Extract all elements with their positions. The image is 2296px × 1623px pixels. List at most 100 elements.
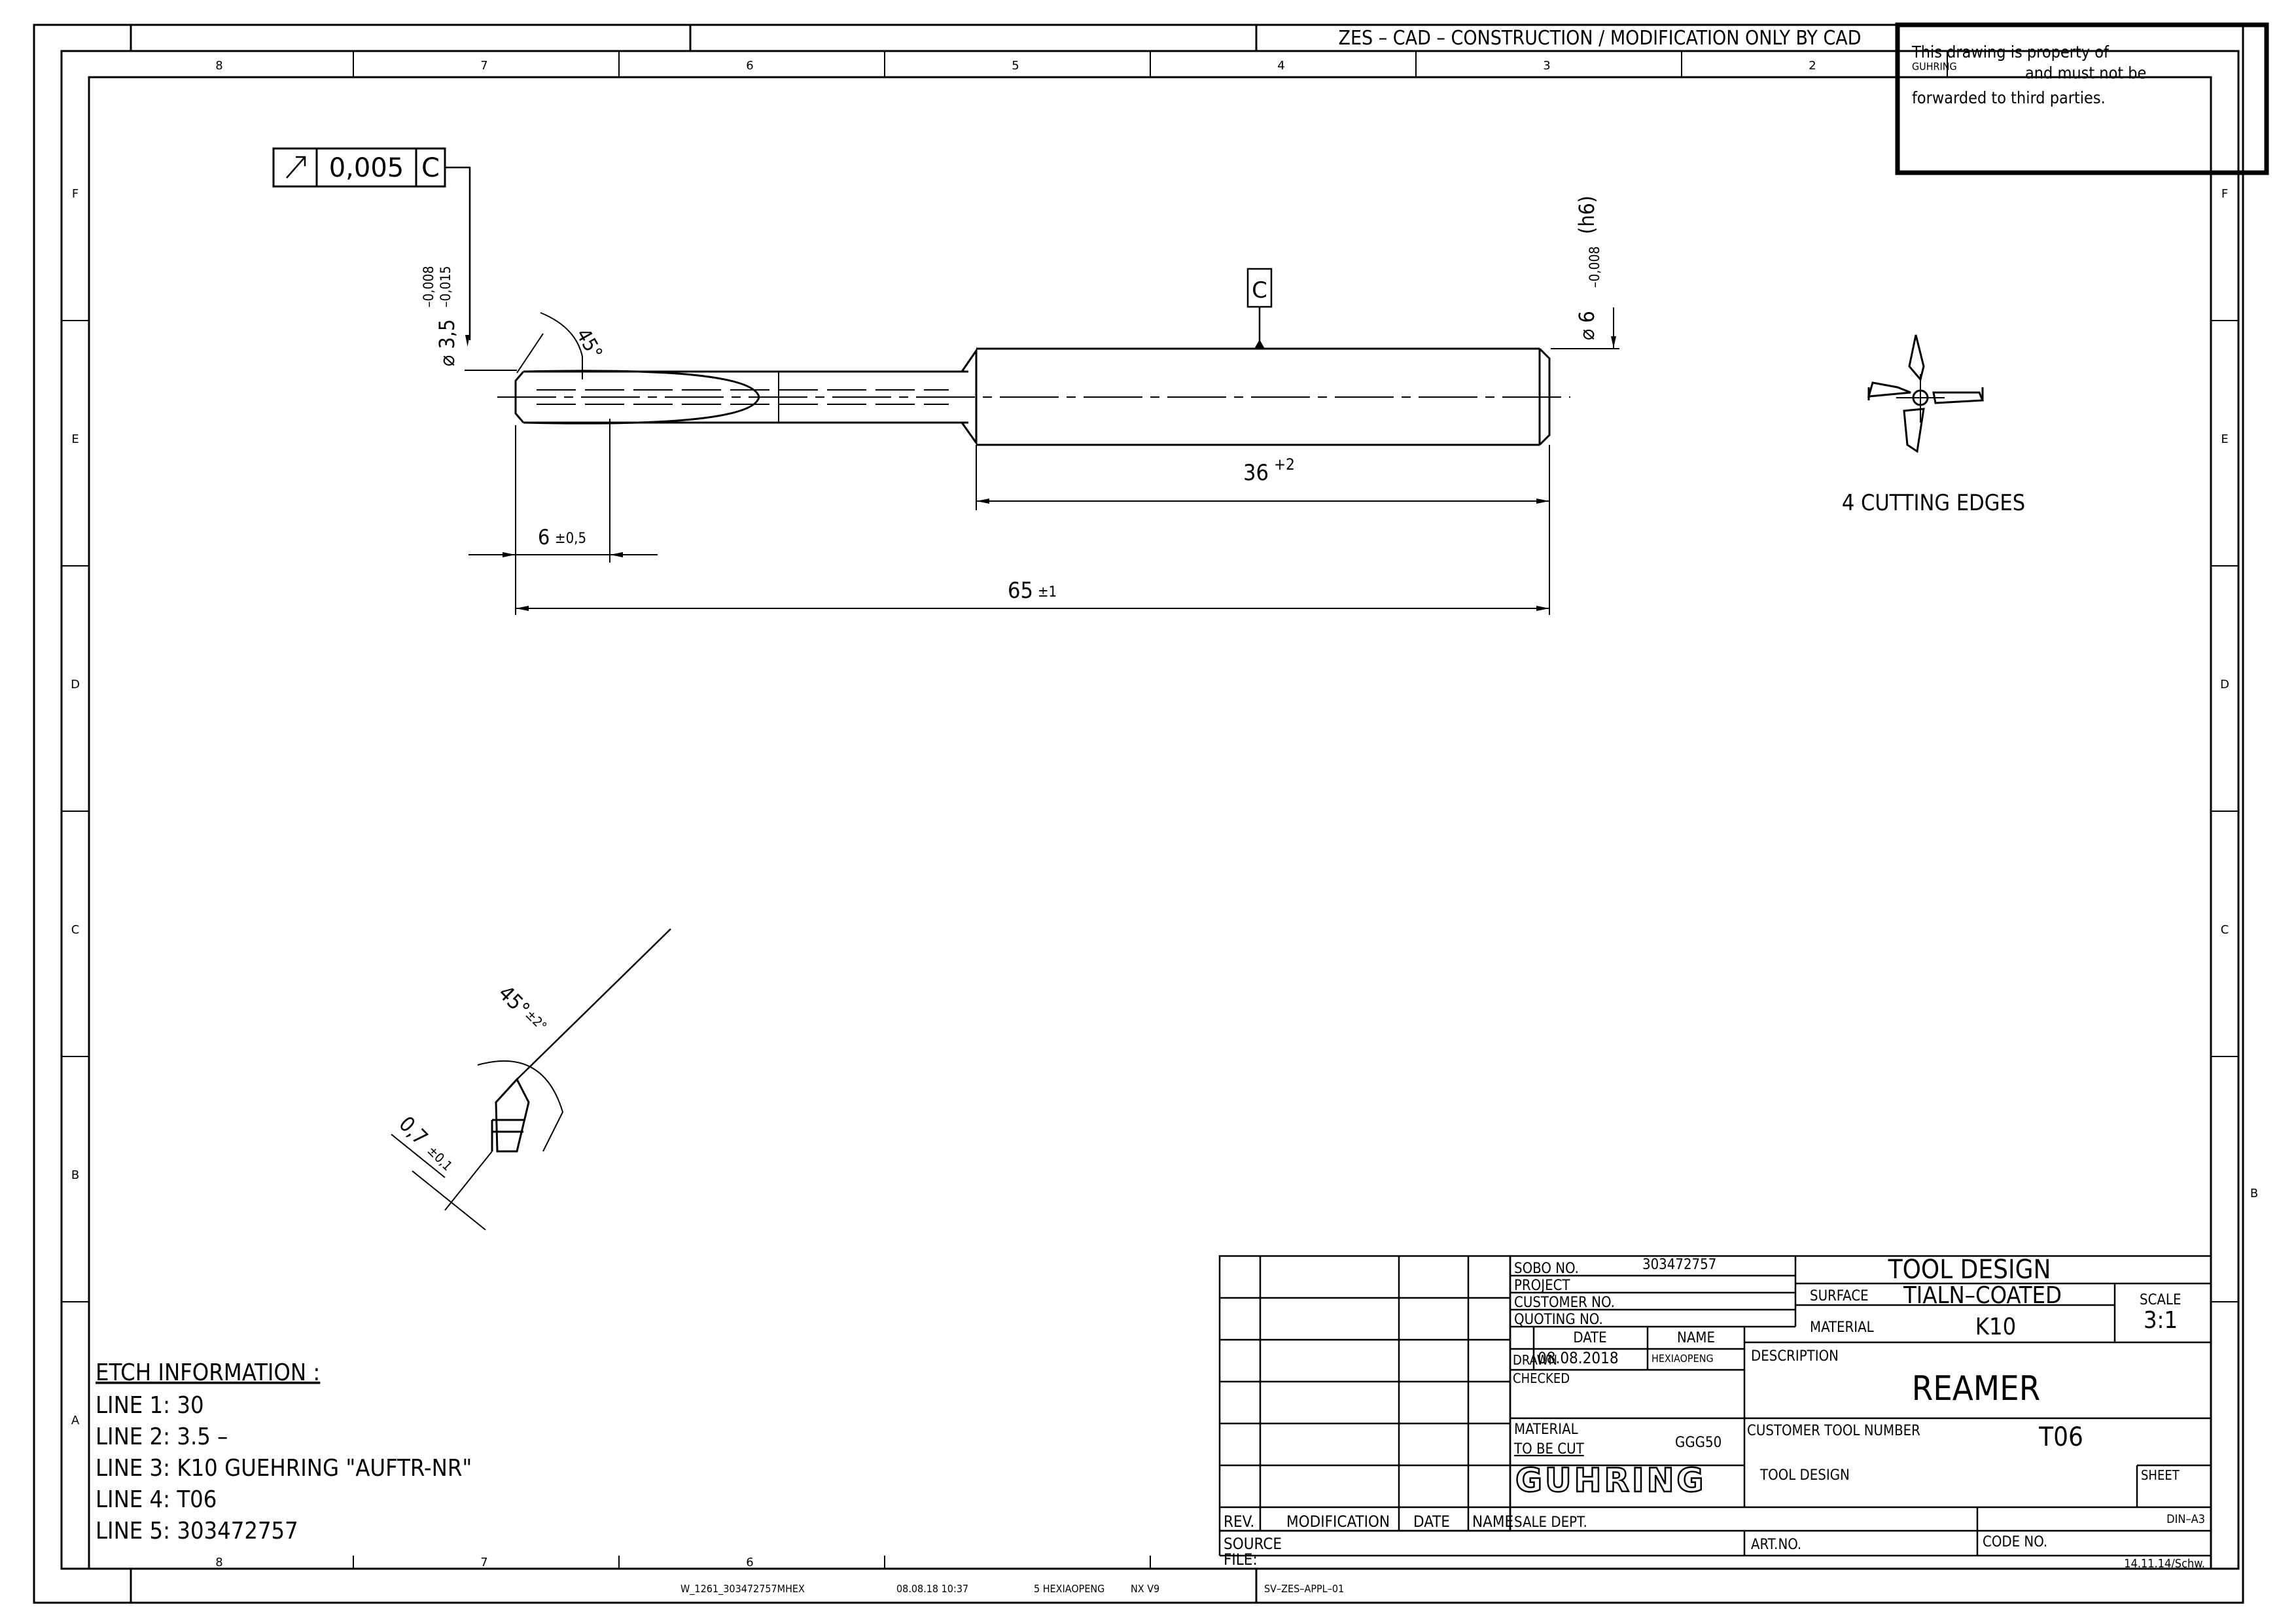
tool-design-label: TOOL DESIGN — [1759, 1467, 1850, 1484]
scale-value: 3:1 — [2144, 1307, 2178, 1334]
date-label: DATE — [1573, 1330, 1606, 1346]
reamer-side-view — [497, 347, 1570, 446]
zone-col-7: 7 — [480, 59, 487, 73]
material-value: K10 — [1975, 1314, 2016, 1340]
runout-arrow-icon — [286, 156, 306, 179]
description-label: DESCRIPTION — [1751, 1348, 1839, 1365]
scale-label: SCALE — [2140, 1292, 2181, 1308]
property-line1: This drawing is property of — [1911, 43, 2110, 61]
revision-table — [1218, 1255, 2211, 1603]
property-company: GUHRING — [1912, 60, 1957, 73]
sheet-label: SHEET — [2141, 1467, 2180, 1483]
etch-line-3: LINE 3: K10 GUEHRING "AUFTR-NR" — [96, 1455, 472, 1482]
shank-diameter-fit: (h6) — [1574, 196, 1599, 234]
zone-row-c: C — [71, 923, 80, 937]
runout-tolerance-frame: 0,005 C — [272, 147, 471, 340]
code-no-label: CODE NO. — [1983, 1534, 2047, 1550]
etch-line-2: LINE 2: 3.5 – — [96, 1423, 228, 1450]
zone-col-4: 4 — [1277, 59, 1284, 73]
shank-length-text: 36 — [1243, 460, 1269, 486]
dim-shank-diameter: ⌀ 6 –0,008 (h6) — [1551, 196, 1619, 349]
runout-datum: C — [421, 153, 440, 183]
shank-length-tol: +2 — [1274, 455, 1295, 474]
material-to-cut-value: GGG50 — [1675, 1435, 1722, 1451]
rev-header-modification: MODIFICATION — [1286, 1512, 1390, 1531]
property-line3: forwarded to third parties. — [1912, 88, 2106, 107]
zone-row-e: E — [71, 432, 79, 446]
format-value: DIN–A3 — [2166, 1512, 2205, 1526]
zone-col-8-bottom: 8 — [215, 1556, 222, 1569]
sobo-label: SOBO NO. — [1514, 1261, 1579, 1277]
shank-diameter-text: ⌀ 6 — [1574, 311, 1599, 340]
property-notice: This drawing is property of GUHRING and … — [1895, 22, 2269, 175]
zone-row-e-right: E — [2221, 432, 2228, 446]
tool-design-title: TOOL DESIGN — [1888, 1255, 2051, 1285]
surface-label: SURFACE — [1810, 1288, 1869, 1304]
surface-value: TIALN–COATED — [1903, 1282, 2062, 1309]
drawn-label: DRAWN — [1513, 1352, 1557, 1368]
zone-row-labels: F E D C B A F E D C B — [71, 187, 2258, 1427]
sobo-value: 303472757 — [1642, 1257, 1716, 1273]
zone-columns — [353, 51, 1948, 1569]
quoting-no-label: QUOTING NO. — [1514, 1312, 1603, 1328]
end-view-cross-section — [1867, 334, 1985, 453]
rev-source-label: SOURCE — [1224, 1535, 1282, 1553]
zone-col-7-bottom: 7 — [480, 1556, 487, 1569]
tip-diameter-text: ⌀ 3,5 — [434, 319, 459, 366]
customer-tool-value: T06 — [2038, 1422, 2083, 1452]
runout-value: 0,005 — [329, 153, 404, 183]
rev-header-rev: REV. — [1224, 1512, 1254, 1531]
zone-col-3: 3 — [1543, 59, 1550, 73]
etch-information: ETCH INFORMATION : LINE 1: 30 LINE 2: 3.… — [96, 1359, 472, 1544]
zone-row-f-right: F — [2221, 187, 2228, 201]
datum-c-flag: C — [1246, 268, 1273, 349]
footer-timestamp: 08.08.18 10:37 — [896, 1582, 968, 1595]
dim-shank-length: 36 +2 — [976, 445, 1550, 615]
material-label: MATERIAL — [1810, 1319, 1874, 1336]
zone-row-b: B — [71, 1168, 79, 1182]
checked-label: CHECKED — [1513, 1370, 1570, 1386]
artno-label: ART.NO. — [1751, 1537, 1801, 1553]
dim-tip-diameter: ⌀ 3,5 –0,008 –0,015 — [421, 266, 517, 371]
total-length-tol: ±1 — [1038, 584, 1057, 601]
zone-row-d-right: D — [2220, 678, 2229, 691]
detail-land-tol: ±0,1 — [424, 1143, 455, 1174]
footer-file-name: W_1261_303472757MHEX — [680, 1582, 805, 1596]
dim-flute-length: 6 ±0,5 — [468, 419, 658, 615]
guhring-logo: GUHRING — [1515, 1461, 1706, 1499]
drawn-date: 08.08.2018 — [1538, 1349, 1619, 1367]
zone-row-b-right: B — [2250, 1187, 2258, 1200]
name-label: NAME — [1677, 1330, 1715, 1346]
footer-metadata: W_1261_303472757MHEX 08.08.18 10:37 5 HE… — [680, 1582, 1159, 1596]
zone-col-5: 5 — [1012, 59, 1019, 73]
project-label: PROJECT — [1514, 1278, 1570, 1294]
dim-chamfer-angle: 45° — [516, 312, 607, 379]
rev-header-name: NAME — [1472, 1512, 1513, 1531]
footer-cad-version: NX V9 — [1131, 1582, 1159, 1595]
rev-file-label: FILE: — [1224, 1550, 1258, 1569]
zone-row-c-right: C — [2221, 923, 2229, 937]
material-to-cut-label-1: MATERIAL — [1514, 1422, 1578, 1438]
drawn-name: HEXIAOPENG — [1651, 1352, 1714, 1365]
zone-col-2: 2 — [1809, 59, 1816, 73]
datum-c-label: C — [1252, 277, 1267, 304]
revision-stamp: 14.11.14/Schw. — [2124, 1557, 2205, 1571]
zone-row-f: F — [72, 187, 79, 201]
dim-total-length: 65 ±1 — [516, 578, 1549, 611]
zone-col-6: 6 — [746, 59, 753, 73]
customer-no-label: CUSTOMER NO. — [1514, 1295, 1615, 1311]
total-length-text: 65 — [1008, 578, 1033, 604]
material-to-cut-label-2: TO BE CUT — [1513, 1441, 1585, 1457]
etch-line-4: LINE 4: T06 — [96, 1486, 217, 1513]
rev-file-value: SV–ZES–APPL–01 — [1264, 1582, 1344, 1595]
zone-col-8: 8 — [215, 59, 222, 73]
shank-diameter-tol: –0,008 — [1587, 246, 1602, 288]
zone-col-6-bottom: 6 — [746, 1556, 753, 1569]
etch-line-1: LINE 1: 30 — [96, 1392, 204, 1419]
zone-row-d: D — [71, 678, 80, 691]
etch-line-5: LINE 5: 303472757 — [96, 1518, 298, 1544]
customer-tool-label: CUSTOMER TOOL NUMBER — [1747, 1423, 1920, 1439]
drawing-frame — [33, 24, 2244, 1604]
flute-length-tol: ±0,5 — [555, 531, 586, 547]
